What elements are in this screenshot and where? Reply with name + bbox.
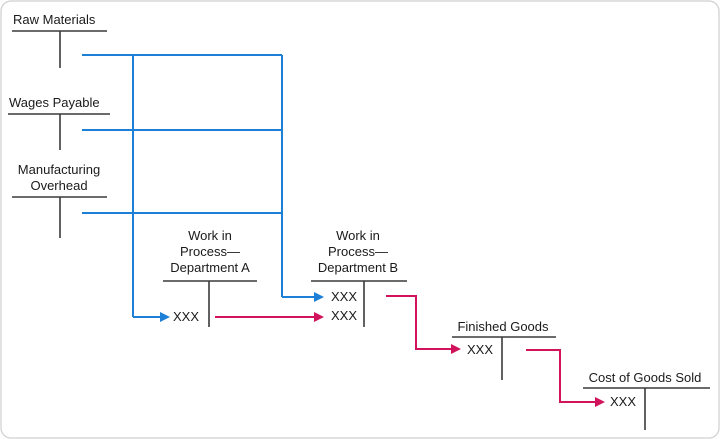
raw-materials-label: Raw Materials xyxy=(13,12,96,27)
wages-payable-label: Wages Payable xyxy=(9,95,100,110)
raw-materials-account: Raw Materials xyxy=(12,12,107,68)
finished-goods-label: Finished Goods xyxy=(457,319,549,334)
wages-payable-account: Wages Payable xyxy=(8,95,110,150)
manufacturing-overhead-account: Manufacturing Overhead xyxy=(12,162,107,238)
wip-department-b-account: Work in Process— Department B XXX XXX xyxy=(311,228,407,327)
finished-goods-account: Finished Goods XXX xyxy=(452,319,556,380)
wip-b-label-line2: Process— xyxy=(328,244,388,259)
wip-a-label-line3: Department A xyxy=(170,260,250,275)
input-flow-lines xyxy=(82,54,283,317)
arrow-wip-b-to-finished-goods xyxy=(386,295,461,354)
wip-a-label-line2: Process— xyxy=(180,244,240,259)
manufacturing-overhead-label-line2: Overhead xyxy=(30,178,87,193)
wip-department-a-account: Work in Process— Department A XXX xyxy=(163,228,257,327)
wip-a-debit-entry: XXX xyxy=(173,309,199,324)
wip-a-label-line1: Work in xyxy=(188,228,232,243)
wip-b-label-line3: Department B xyxy=(318,260,398,275)
wip-b-debit-entry-1: XXX xyxy=(331,289,357,304)
cost-of-goods-sold-account: Cost of Goods Sold XXX xyxy=(583,370,710,430)
cogs-debit-entry: XXX xyxy=(610,394,636,409)
wip-b-label-line1: Work in xyxy=(336,228,380,243)
cogs-label: Cost of Goods Sold xyxy=(589,370,702,385)
arrow-finished-goods-to-cogs xyxy=(526,349,605,407)
wip-b-debit-entry-2: XXX xyxy=(331,308,357,323)
manufacturing-overhead-label-line1: Manufacturing xyxy=(18,162,100,177)
finished-goods-debit-entry: XXX xyxy=(467,342,493,357)
